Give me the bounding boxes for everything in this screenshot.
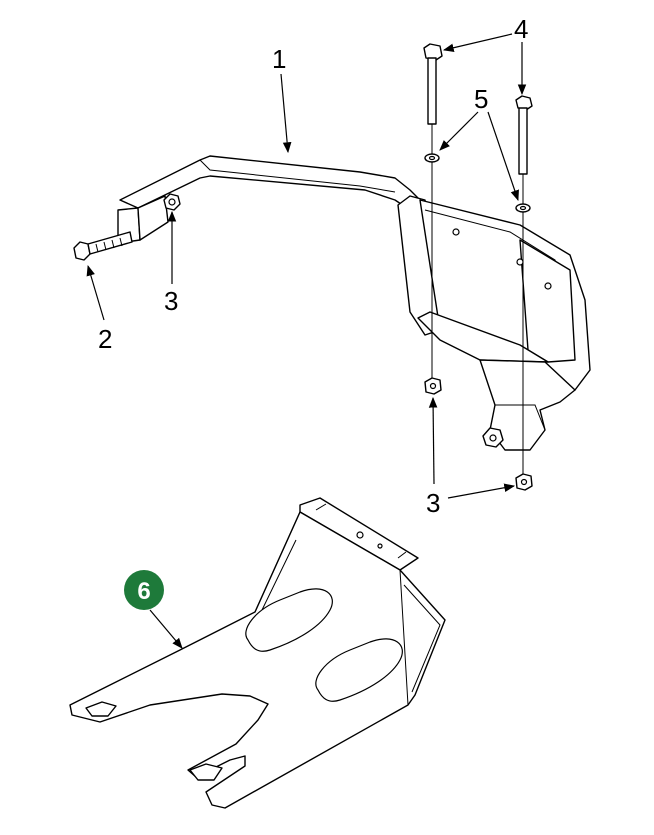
- callout-2-label: 2: [98, 324, 112, 354]
- part-3-nut-right: [515, 473, 533, 491]
- callout-3-left-label: 3: [164, 286, 178, 316]
- callout-2: 2: [86, 264, 112, 354]
- callout-1: 1: [272, 44, 292, 154]
- callout-3-bottom: 3: [426, 396, 516, 518]
- callout-3-bottom-label: 3: [426, 488, 440, 518]
- part-6-skid-plate: [69, 497, 446, 809]
- part-2-bolt: [73, 231, 133, 261]
- callout-3-left: 3: [164, 210, 178, 316]
- callout-6-badge: [124, 570, 164, 610]
- callout-6-label: 6: [137, 578, 150, 605]
- part-5-washer-1: [424, 153, 440, 163]
- callout-1-label: 1: [272, 44, 286, 74]
- part-5-washer-2: [515, 203, 531, 213]
- callout-5-label: 5: [474, 84, 488, 114]
- part-3-nut-center: [424, 377, 442, 395]
- callout-6: 6: [124, 570, 183, 649]
- part-4-bolt-2: [515, 95, 533, 475]
- part-4-bolt-1: [423, 43, 443, 380]
- callout-5: 5: [439, 84, 519, 202]
- callout-4-label: 4: [514, 14, 528, 44]
- callout-4: 4: [442, 14, 528, 96]
- part-3-nut-left: [163, 193, 181, 211]
- part-1-bracket: [117, 155, 591, 451]
